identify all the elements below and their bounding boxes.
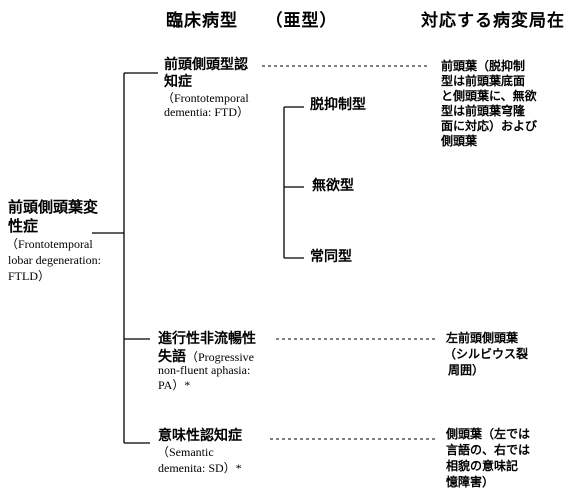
sd-en-line-2: demenita: SD）* bbox=[158, 461, 242, 475]
sd-lesion-line-2: 言語の、右では bbox=[446, 443, 531, 457]
pa-lesion-line-1: 左前頭側頭葉 bbox=[446, 331, 519, 345]
ftd-jp-line-1: 前頭側頭型認 bbox=[164, 57, 248, 73]
pa-lesion-line-3: 周囲） bbox=[448, 363, 485, 377]
sd-jp-line: 意味性認知症 bbox=[158, 428, 242, 444]
root-en-line-3: FTLD） bbox=[8, 269, 51, 283]
pa-en-line-2: PA）* bbox=[158, 378, 191, 392]
ftd-lesion-line-5: 面に対応）および bbox=[441, 119, 538, 133]
header-lesion-location: 対応する病変局在 bbox=[421, 11, 565, 31]
root-en-line-2: lobar degeneration: bbox=[8, 253, 101, 267]
sd-en-line-1: （Semantic bbox=[157, 445, 214, 459]
sd-lesion-line-3: 相貌の意味記 bbox=[446, 459, 519, 473]
root-jp-line-2: 性症 bbox=[8, 217, 39, 235]
ftd-jp-line-2: 知症 bbox=[164, 74, 192, 90]
subtype-stereotypy: 常同型 bbox=[310, 249, 352, 265]
ftd-lesion-line-4: 型は前頭葉穹隆 bbox=[441, 104, 526, 118]
subtype-disinhibition: 脱抑制型 bbox=[310, 97, 366, 113]
ftd-lesion-line-6: 側頭葉 bbox=[441, 134, 478, 148]
pa-en-line-1: non-fluent aphasia: bbox=[158, 363, 251, 377]
root-en-line-1: （Frontotemporal bbox=[6, 237, 93, 251]
ftd-lesion-line-3: と側頭葉に、無欲 bbox=[441, 89, 537, 103]
pa-line-2: 失語（Progressive bbox=[158, 347, 254, 365]
pa-jp-line-2: 失語 bbox=[158, 349, 186, 365]
ftd-en-line-1: （Frontotemporal bbox=[162, 91, 249, 105]
pa-en-inline: （Progressive bbox=[186, 350, 254, 364]
pa-lesion-line-2: （シルビウス裂 bbox=[444, 347, 529, 361]
subtype-apathy: 無欲型 bbox=[312, 178, 354, 194]
ftd-lesion-line-1: 前頭葉（脱抑制 bbox=[441, 59, 526, 73]
sd-lesion-line-4: 憶障害） bbox=[446, 475, 495, 489]
ftd-en-line-2: dementia: FTD） bbox=[164, 105, 249, 119]
sd-lesion-line-1: 側頭葉（左では bbox=[446, 427, 531, 441]
root-jp-line-1: 前頭側頭葉変 bbox=[8, 198, 99, 216]
pa-jp-line-1: 進行性非流暢性 bbox=[158, 331, 256, 347]
ftd-lesion-line-2: 型は前頭葉底面 bbox=[441, 74, 526, 88]
header-clinical-type: 臨床病型 （亜型） bbox=[166, 11, 338, 31]
